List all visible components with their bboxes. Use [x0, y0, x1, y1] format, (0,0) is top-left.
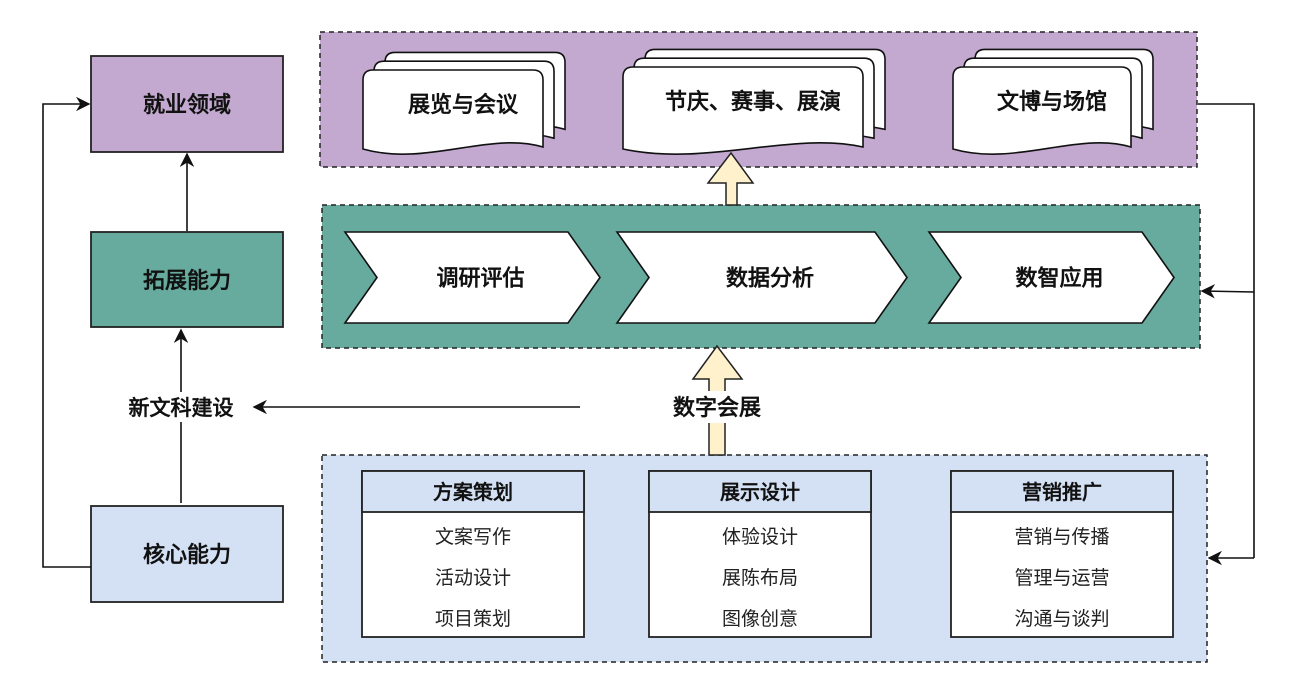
document-shape	[622, 66, 864, 155]
document-stack-group: 展览与会议 节庆、赛事、展演 文博与场馆	[362, 48, 1154, 155]
skill-item: 活动设计	[435, 567, 511, 589]
arrow-core-to-employment	[42, 96, 91, 568]
employment-label: 就业领域	[143, 92, 231, 118]
chevron-shape	[927, 231, 1175, 324]
document-stack: 文博与场馆	[952, 48, 1154, 155]
core-ability-box	[90, 505, 284, 603]
skill-card-header	[361, 470, 585, 513]
skill-card-title: 方案策划	[433, 480, 513, 504]
skill-item: 体验设计	[722, 526, 798, 548]
skill-card-title: 营销推广	[1022, 480, 1102, 504]
process-step: 数据分析	[615, 231, 908, 324]
document-stack: 展览与会议	[362, 51, 566, 155]
document-shape	[362, 69, 544, 155]
skill-item: 营销与传播	[1014, 526, 1109, 548]
skill-item: 展陈布局	[722, 567, 798, 589]
digital-exhibition-label-bg	[662, 391, 772, 423]
chevron-shape	[343, 231, 601, 324]
process-step: 数智应用	[927, 231, 1175, 324]
skill-item: 图像创意	[722, 608, 798, 630]
skill-item: 文案写作	[435, 526, 511, 548]
process-steps-group: 调研评估 数据分析 数智应用	[343, 231, 1175, 324]
skill-cards-group: 方案策划文案写作活动设计项目策划展示设计体验设计展陈布局图像创意营销推广营销与传…	[361, 470, 1174, 638]
newarts-label-bg	[118, 392, 250, 422]
skill-card-header	[648, 470, 872, 513]
process-step-label: 数智应用	[1015, 266, 1103, 292]
process-step: 调研评估	[343, 231, 601, 324]
skill-item: 项目策划	[435, 608, 511, 630]
skill-card-header	[950, 470, 1174, 513]
arrow-right-to-process	[1200, 284, 1255, 299]
document-label: 文博与场馆	[997, 89, 1107, 115]
chevron-shape	[615, 231, 908, 324]
employment-box	[90, 55, 284, 153]
core-ability-label: 核心能力	[143, 542, 231, 568]
arrow-up-process-to-fields	[706, 151, 755, 206]
new-liberal-arts-label: 新文科建设	[129, 396, 234, 420]
document-label: 展览与会议	[408, 92, 519, 118]
document-label: 节庆、赛事、展演	[665, 89, 841, 115]
skill-item: 管理与运营	[1014, 567, 1109, 589]
process-step-label: 数据分析	[726, 266, 814, 292]
extend-ability-box	[90, 231, 284, 328]
skill-item: 沟通与谈判	[1014, 608, 1109, 630]
process-step-label: 调研评估	[436, 267, 524, 292]
document-stack: 节庆、赛事、展演	[622, 48, 886, 155]
skill-card-title: 展示设计	[720, 480, 800, 504]
document-shape	[952, 66, 1132, 155]
digital-exhibition-label: 数字会展	[673, 395, 761, 421]
connector-right-trunk	[1198, 103, 1255, 558]
extend-ability-label: 拓展能力	[143, 268, 231, 294]
